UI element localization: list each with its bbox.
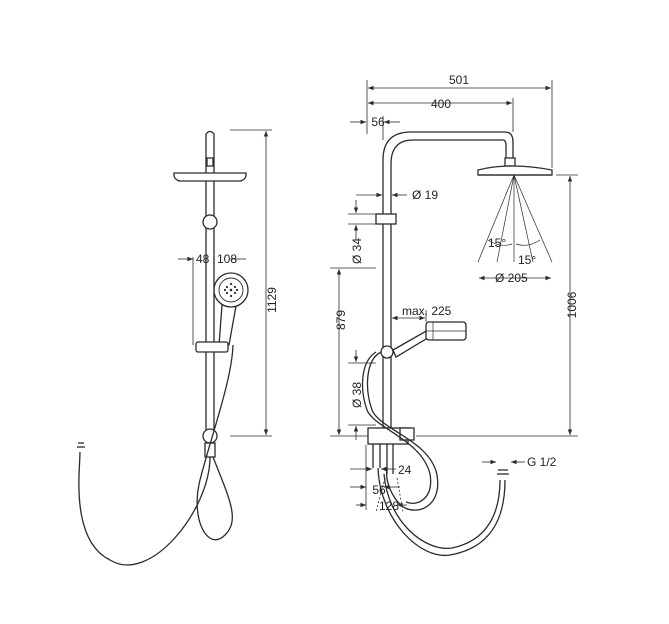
hand-shower xyxy=(213,272,249,346)
dim-bar-offset: 48 xyxy=(196,252,210,266)
dim-mixer-width: 128 xyxy=(379,499,399,513)
dim-lower-height: 879 xyxy=(334,310,348,330)
side-riser-pipe xyxy=(382,131,514,432)
dim-max-reach: max. 225 xyxy=(402,304,452,318)
side-supply-hose xyxy=(377,467,506,556)
dim-pipe-diameter: Ø 38 xyxy=(350,382,364,408)
side-overhead-shower xyxy=(477,157,553,176)
side-dimensions xyxy=(330,80,578,513)
front-view xyxy=(77,130,249,566)
shower-hose xyxy=(196,344,234,541)
dim-overhead-diameter: Ø 205 xyxy=(495,271,528,285)
dim-arm-diameter: Ø 19 xyxy=(412,188,438,202)
dim-mixer-depth: 24 xyxy=(398,463,412,477)
front-dimensions xyxy=(178,129,272,437)
dim-spray-angle-left: 15° xyxy=(488,236,506,250)
dim-spray-angle-right: 15° xyxy=(518,253,536,267)
upper-joint xyxy=(202,214,218,230)
spray-angle-lines xyxy=(477,174,553,263)
dim-hose-thread: G 1/2 xyxy=(527,455,557,469)
dim-handshower-diameter: 108 xyxy=(217,252,237,266)
mixer-joint xyxy=(202,428,218,444)
dim-holder-diameter: Ø 34 xyxy=(350,238,364,264)
dim-overhead-height: 1006 xyxy=(565,291,579,318)
dim-mixer-wall-distance: 56 xyxy=(372,483,386,497)
side-hand-hose xyxy=(366,351,439,511)
dim-wall-distance: 56 xyxy=(371,115,385,129)
dim-arm-projection: 400 xyxy=(431,97,451,111)
dim-total-height: 1129 xyxy=(265,287,279,313)
side-holder xyxy=(375,213,397,225)
hand-shower-holder xyxy=(195,341,229,353)
side-hand-shower xyxy=(392,321,467,358)
dim-overall-width: 501 xyxy=(449,73,469,87)
side-view xyxy=(361,131,553,556)
side-upper-joint xyxy=(380,345,394,359)
overhead-shower xyxy=(173,157,247,182)
spray-nozzles xyxy=(223,282,239,298)
